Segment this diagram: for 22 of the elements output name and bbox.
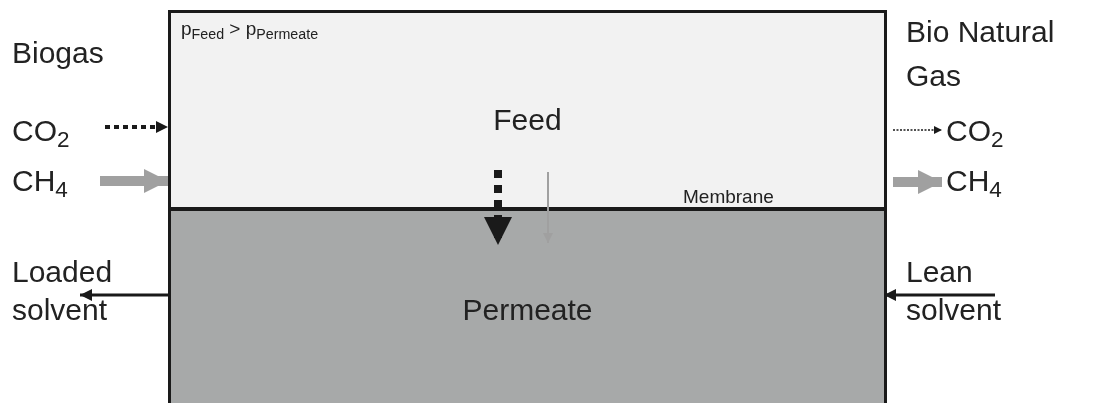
arrow xyxy=(105,121,168,133)
arrow xyxy=(884,289,995,301)
permeate-box xyxy=(168,208,887,403)
feed-box xyxy=(168,10,887,210)
membrane-label: Membrane xyxy=(683,185,774,209)
arrow xyxy=(893,170,942,194)
text-label: CO$_{2}$ xyxy=(946,113,1005,150)
inlet-heading: Biogas xyxy=(12,35,104,71)
text-label: Loaded solvent xyxy=(12,254,114,328)
arrow xyxy=(80,289,168,301)
outlet-heading: Bio Natural Gas xyxy=(906,14,1056,94)
arrow xyxy=(484,170,512,245)
pressure-condition: p$_{Feed}$ > p$_{Permeate}$ xyxy=(181,17,319,44)
text-label: Lean solvent xyxy=(906,254,1003,328)
text-label: CH$_{4}$ xyxy=(946,163,1003,200)
text-label: CH$_{4}$ xyxy=(12,163,69,200)
region-label: Feed xyxy=(492,102,563,138)
text-label: CO$_{2}$ xyxy=(12,113,71,150)
arrow xyxy=(543,171,553,244)
region-label: Permeate xyxy=(461,292,594,328)
arrow xyxy=(892,126,943,134)
arrow xyxy=(100,169,168,193)
